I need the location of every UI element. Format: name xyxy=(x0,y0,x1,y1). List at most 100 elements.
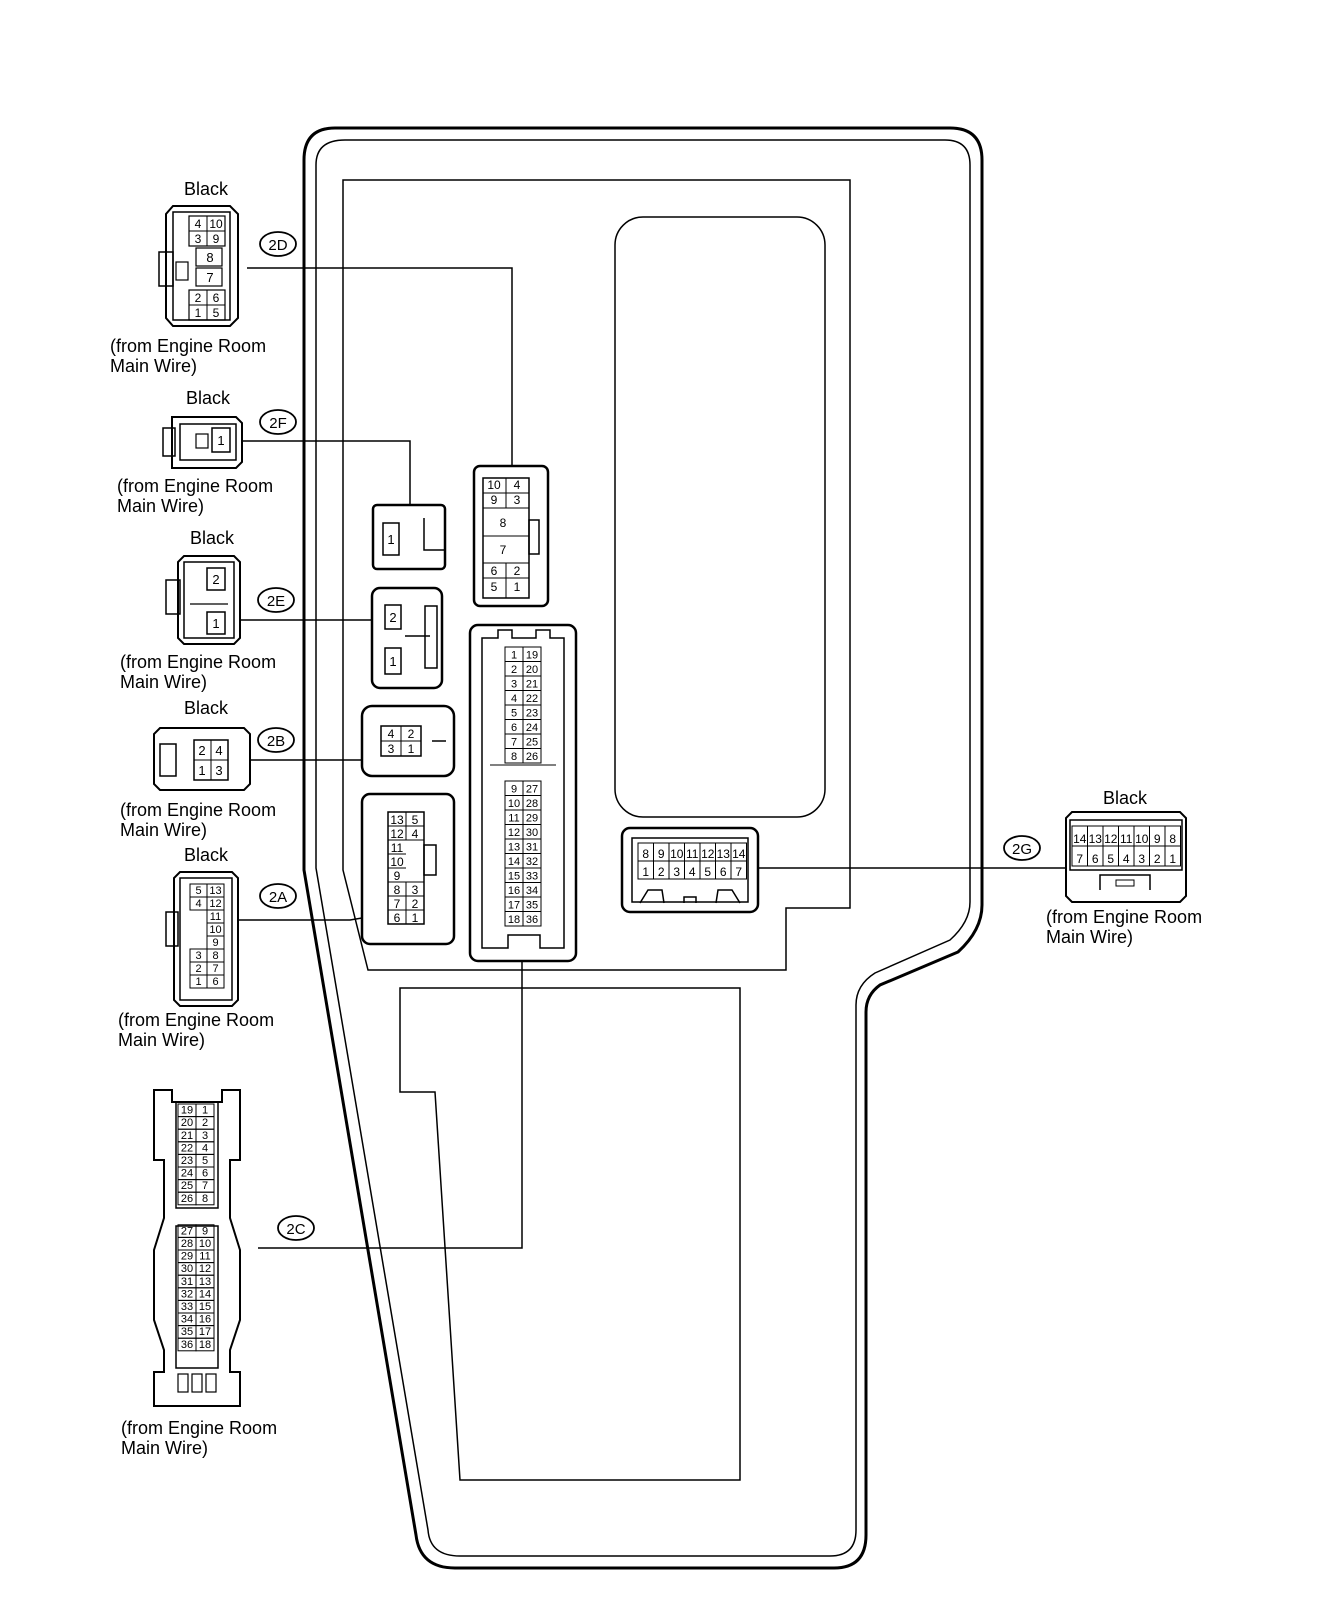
pin-number: 17 xyxy=(199,1326,211,1338)
pin-number: 5 xyxy=(511,708,517,720)
pin-number: 1 xyxy=(511,650,517,662)
pin-number: 36 xyxy=(526,914,538,926)
pin-number: 22 xyxy=(181,1142,193,1154)
pin-number: 13 xyxy=(199,1276,211,1288)
connector-pin: 2 xyxy=(195,291,202,305)
pin-number: 3 xyxy=(202,1130,208,1142)
pin-cell xyxy=(522,748,542,764)
pin-number: 1 xyxy=(195,976,201,988)
connector-pin: 3 xyxy=(195,232,202,246)
connector-pin: 6 xyxy=(213,291,220,305)
pin-number: 15 xyxy=(508,871,520,883)
socket-pin: 6 xyxy=(491,564,498,578)
pin-number: 13 xyxy=(1089,832,1103,846)
pin-number: 33 xyxy=(181,1301,193,1313)
pin-number: 12 xyxy=(209,898,221,910)
pin-cell xyxy=(1164,845,1181,867)
block-socket-2E: 2 1 xyxy=(370,586,444,690)
pin-number: 6 xyxy=(202,1168,208,1180)
pin-number: 13 xyxy=(717,847,731,861)
connector-source-label: Main Wire) xyxy=(117,496,204,516)
pin-number: 35 xyxy=(526,900,538,912)
connector-source-label: Main Wire) xyxy=(1046,927,1133,947)
connector-source-label: (from Engine Room xyxy=(121,1418,277,1438)
connector-pin: 1 xyxy=(195,306,202,320)
connector-pin: 2 xyxy=(198,743,205,758)
connector-tag-2D: 2D xyxy=(268,237,287,254)
pin-number: 2 xyxy=(195,963,201,975)
pin-number: 2 xyxy=(1154,852,1161,866)
connector-color-label: Black xyxy=(184,698,229,718)
pin-number: 9 xyxy=(212,937,218,949)
connector-source-label: (from Engine Room xyxy=(1046,907,1202,927)
block-socket-2F: 1 xyxy=(371,503,447,571)
pin-number: 15 xyxy=(199,1301,211,1313)
pin-number: 29 xyxy=(526,813,538,825)
pin-number: 7 xyxy=(735,865,742,879)
pin-number: 6 xyxy=(720,865,727,879)
pin-number: 30 xyxy=(181,1263,193,1275)
connector-tag-2B: 2B xyxy=(267,733,285,750)
pin-number: 12 xyxy=(701,847,715,861)
pin-number: 7 xyxy=(212,963,218,975)
connector-pin: 8 xyxy=(206,250,213,265)
socket-pin: 8 xyxy=(394,883,401,897)
pin-number: 17 xyxy=(508,900,520,912)
connector-pin: 1 xyxy=(217,433,224,448)
pin-number: 8 xyxy=(212,950,218,962)
pin-number: 9 xyxy=(658,847,665,861)
socket-pin: 1 xyxy=(412,911,419,925)
pin-cell xyxy=(195,1337,215,1352)
pin-number: 12 xyxy=(199,1263,211,1275)
connector-color-label: Black xyxy=(184,845,229,865)
pin-number: 6 xyxy=(511,722,517,734)
pin-number: 10 xyxy=(508,798,520,810)
connector-pin: 2 xyxy=(212,572,219,587)
connector-2E: Black 2 1 (from Engine Room Main Wire) 2… xyxy=(120,528,372,692)
pin-number: 18 xyxy=(199,1339,211,1351)
pin-number: 6 xyxy=(1092,852,1099,866)
pin-number: 34 xyxy=(526,885,538,897)
socket-pin: 5 xyxy=(491,580,498,594)
pin-number: 11 xyxy=(1120,832,1133,846)
pin-number: 14 xyxy=(732,847,746,861)
block-socket-2D: 10 4 9 3 8 7 6 2 5 1 xyxy=(472,464,550,608)
pin-number: 2 xyxy=(202,1117,208,1129)
connector-source-label: Main Wire) xyxy=(110,356,197,376)
pin-number: 9 xyxy=(511,784,517,796)
socket-pin: 11 xyxy=(391,841,404,855)
pin-number: 27 xyxy=(181,1225,193,1237)
pin-number: 29 xyxy=(181,1251,193,1263)
pin-number: 34 xyxy=(181,1314,193,1326)
pin-number: 8 xyxy=(202,1193,208,1205)
pin-number: 10 xyxy=(209,924,221,936)
pin-number: 9 xyxy=(202,1225,208,1237)
pin-number: 25 xyxy=(526,737,538,749)
pin-number: 8 xyxy=(1169,832,1176,846)
pin-number: 1 xyxy=(202,1105,208,1117)
connector-pin: 10 xyxy=(209,217,223,231)
pin-number: 35 xyxy=(181,1326,193,1338)
pin-number: 27 xyxy=(526,784,538,796)
pin-number: 13 xyxy=(508,842,520,854)
pin-number: 28 xyxy=(181,1238,193,1250)
connector-color-label: Black xyxy=(184,179,229,199)
socket-pin: 5 xyxy=(412,813,419,827)
socket-pin: 4 xyxy=(514,478,521,492)
connector-tag-2G: 2G xyxy=(1012,841,1032,858)
pin-number: 11 xyxy=(686,847,699,861)
pin-number: 31 xyxy=(526,842,538,854)
pin-number: 23 xyxy=(181,1155,193,1167)
pin-number: 8 xyxy=(511,751,517,763)
socket-pin: 3 xyxy=(514,493,521,507)
pin-number: 19 xyxy=(181,1105,193,1117)
connector-pin: 3 xyxy=(215,763,222,778)
pin-number: 12 xyxy=(508,827,520,839)
